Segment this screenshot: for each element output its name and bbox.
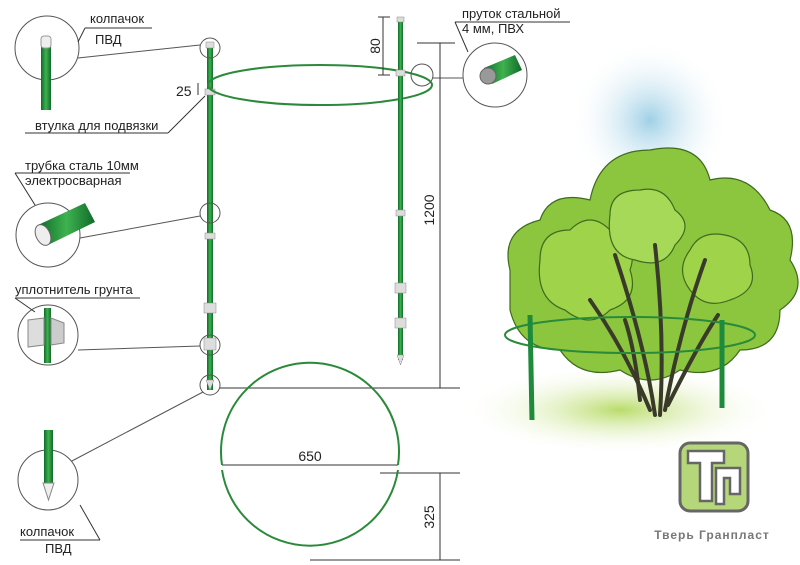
tube-label-line2: электросварная	[25, 173, 122, 188]
diameter-dim: 650	[298, 448, 322, 464]
plant-pole-left	[527, 314, 535, 421]
top-cap	[205, 41, 215, 49]
bush-leaves	[507, 147, 799, 381]
radius-dim: 325	[421, 505, 437, 529]
sleeve-label: втулка для подвязки	[35, 118, 158, 133]
rod-label-line2: 4 мм, ПВХ	[462, 21, 524, 36]
callout-sleeve: втулка для подвязки 25	[25, 83, 206, 134]
compactor-label: уплотнитель грунта	[15, 282, 134, 297]
callout-tube: трубка сталь 10мм электросварная	[14, 158, 139, 268]
dimension-lines	[220, 16, 460, 561]
sleeve-offset-dim: 25	[176, 83, 192, 99]
tube-label-line1: трубка сталь 10мм	[25, 158, 139, 173]
ground-glow	[460, 365, 780, 455]
callout-rod: пруток стальной 4 мм, ПВХ	[454, 6, 570, 108]
support-ring	[207, 64, 433, 106]
main-pole	[203, 41, 217, 391]
bottom-cap-label: колпачок	[20, 524, 74, 539]
bottom-cap-material: ПВД	[45, 541, 72, 556]
ring-top-view-lower	[221, 469, 399, 547]
callout-bottom-cap: колпачок ПВД	[17, 430, 101, 556]
callout-compactor: уплотнитель грунта	[14, 282, 140, 366]
rod-label-line1: пруток стальной	[462, 6, 561, 21]
height-dim: 1200	[421, 194, 437, 225]
detail-markers	[69, 37, 465, 463]
second-pole	[394, 16, 407, 366]
top-offset-dim: 80	[367, 38, 383, 54]
callout-top-cap: колпачок ПВД	[14, 11, 152, 110]
brand-name: Тверь Гранпласт	[654, 528, 770, 542]
plant-illustration	[460, 40, 799, 455]
top-cap-material: ПВД	[95, 32, 122, 47]
top-cap-label: колпачок	[90, 11, 144, 26]
plant-ring	[504, 316, 756, 354]
ring-top-view-upper	[220, 361, 400, 466]
brand-logo	[678, 441, 750, 513]
